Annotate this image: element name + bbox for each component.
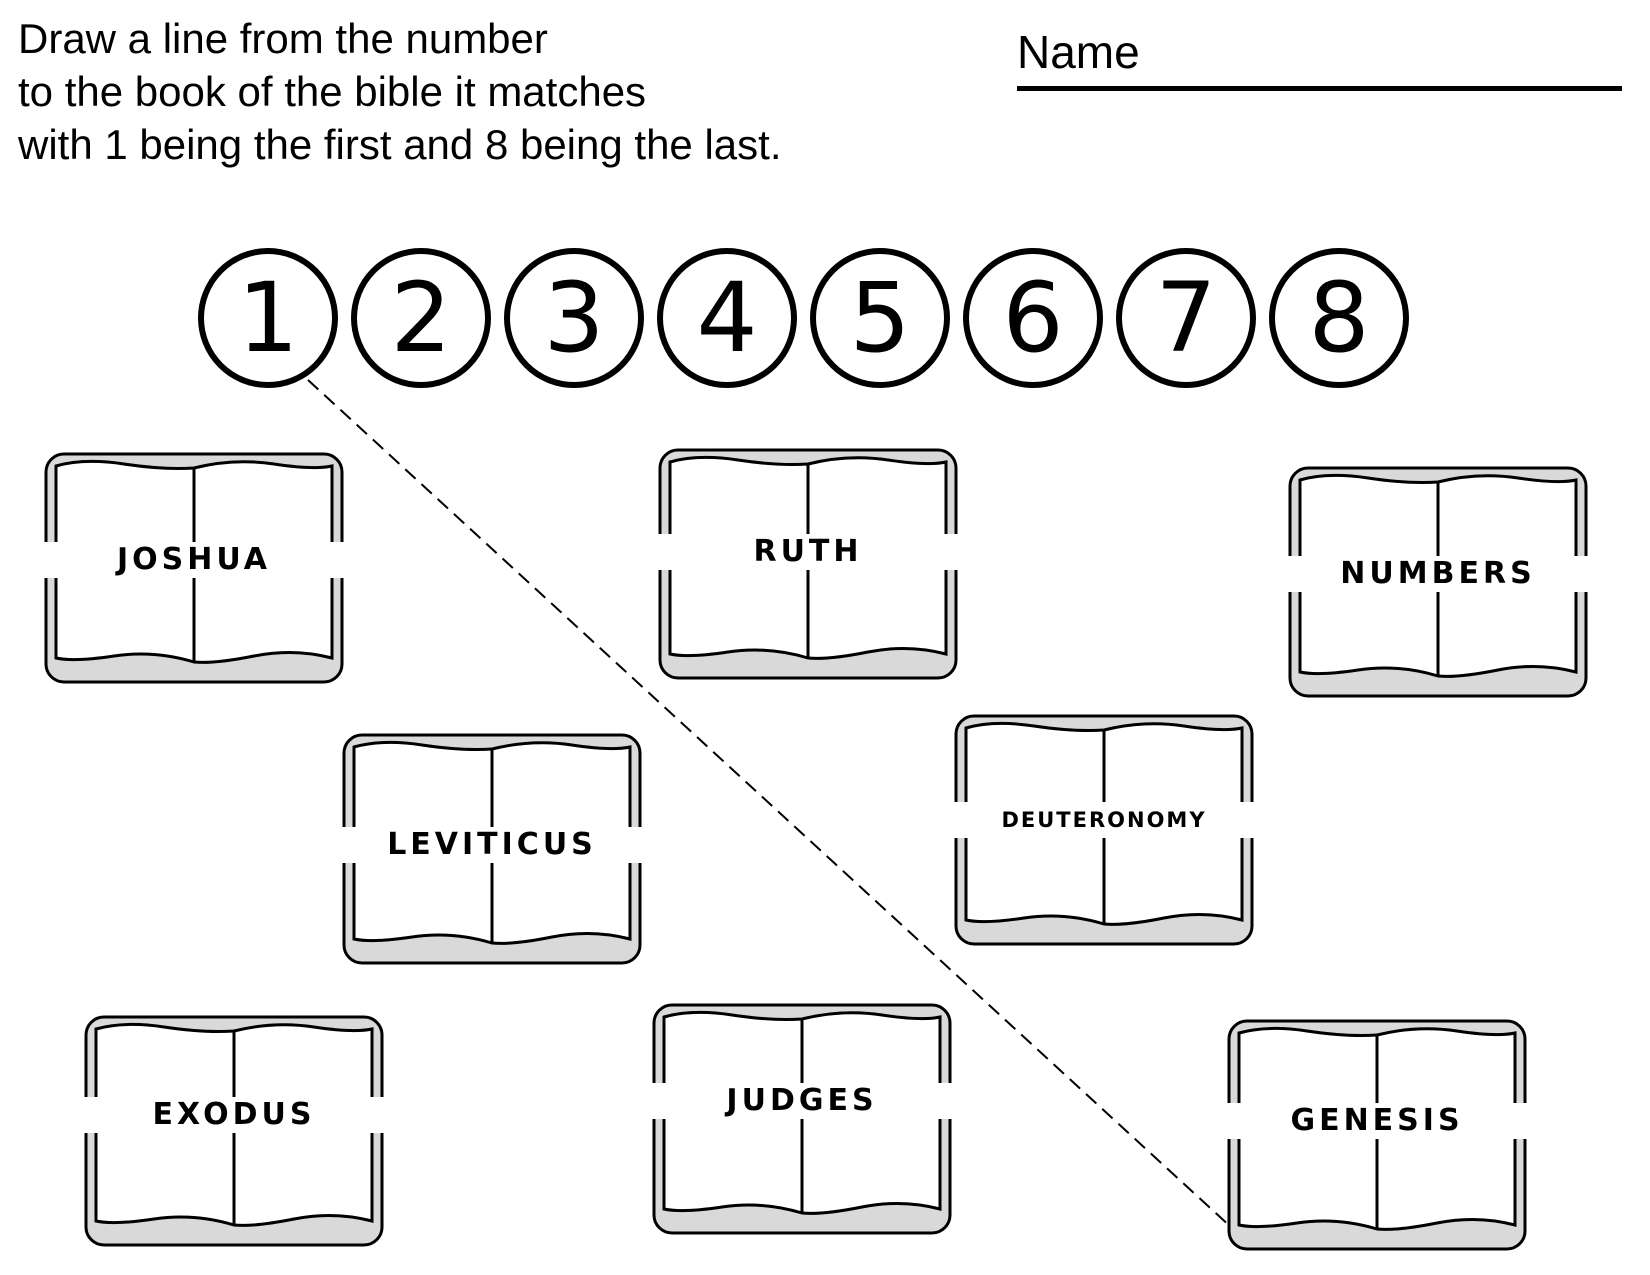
book-ruth[interactable]: RUTH: [658, 448, 958, 680]
number-circle-8[interactable]: 8: [1269, 248, 1409, 388]
book-title-leviticus: LEVITICUS: [342, 827, 642, 863]
number-5: 5: [849, 262, 911, 374]
number-circle-2[interactable]: 2: [351, 248, 491, 388]
instruction-line-2: to the book of the bible it matches: [18, 68, 647, 115]
number-3: 3: [543, 262, 605, 374]
instructions: Draw a line from the number to the book …: [18, 12, 782, 171]
book-numbers[interactable]: NUMBERS: [1288, 466, 1588, 698]
book-title-genesis: GENESIS: [1227, 1103, 1527, 1139]
number-8: 8: [1308, 262, 1370, 374]
book-title-judges: JUDGES: [652, 1083, 952, 1119]
number-circle-3[interactable]: 3: [504, 248, 644, 388]
number-circle-1[interactable]: 1: [198, 248, 338, 388]
number-7: 7: [1155, 262, 1217, 374]
book-title-exodus: EXODUS: [84, 1097, 384, 1133]
number-circle-7[interactable]: 7: [1116, 248, 1256, 388]
number-1: 1: [237, 262, 299, 374]
open-book-icon: [652, 1003, 952, 1235]
name-field[interactable]: Name: [1017, 22, 1622, 91]
book-deuteronomy[interactable]: DEUTERONOMY: [954, 714, 1254, 946]
book-genesis[interactable]: GENESIS: [1227, 1019, 1527, 1251]
instruction-line-3: with 1 being the first and 8 being the l…: [18, 121, 782, 168]
number-circle-6[interactable]: 6: [963, 248, 1103, 388]
book-title-numbers: NUMBERS: [1288, 556, 1588, 592]
number-2: 2: [390, 262, 452, 374]
number-circle-5[interactable]: 5: [810, 248, 950, 388]
name-label: Name: [1017, 26, 1140, 78]
book-title-joshua: JOSHUA: [44, 542, 344, 578]
number-4: 4: [696, 262, 758, 374]
number-circle-4[interactable]: 4: [657, 248, 797, 388]
book-exodus[interactable]: EXODUS: [84, 1015, 384, 1247]
instruction-line-1: Draw a line from the number: [18, 15, 548, 62]
book-title-deuteronomy: DEUTERONOMY: [954, 802, 1254, 838]
book-joshua[interactable]: JOSHUA: [44, 452, 344, 684]
book-judges[interactable]: JUDGES: [652, 1003, 952, 1235]
book-leviticus[interactable]: LEVITICUS: [342, 733, 642, 965]
book-title-ruth: RUTH: [658, 534, 958, 570]
number-6: 6: [1002, 262, 1064, 374]
